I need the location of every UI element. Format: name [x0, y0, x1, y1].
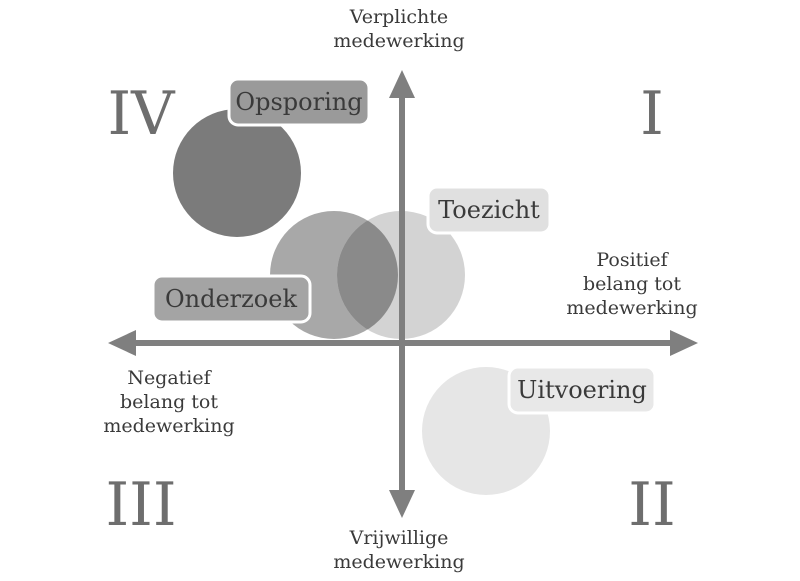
- svg-text:Verplichte: Verplichte: [349, 6, 448, 28]
- opsporing-label: Opsporing: [235, 88, 362, 116]
- right-axis-label: Positief belang tot medewerking: [566, 249, 697, 319]
- svg-text:Vrijwillige: Vrijwillige: [349, 527, 449, 549]
- toezicht-label: Toezicht: [438, 196, 540, 224]
- svg-text:Negatief: Negatief: [127, 367, 212, 389]
- left-axis-label: Negatief belang tot medewerking: [103, 367, 234, 437]
- opsporing-tag: Opsporing: [227, 77, 371, 127]
- toezicht-tag: Toezicht: [426, 185, 552, 235]
- svg-text:medewerking: medewerking: [333, 551, 464, 573]
- uitvoering-tag: Uitvoering: [507, 365, 657, 415]
- svg-text:medewerking: medewerking: [333, 30, 464, 52]
- bottom-axis-label: Vrijwillige medewerking: [333, 527, 464, 573]
- quadrant-iv: IV: [107, 79, 176, 149]
- svg-text:medewerking: medewerking: [566, 297, 697, 319]
- quadrant-iii: III: [105, 470, 176, 540]
- vertical-axis: [389, 70, 415, 518]
- svg-text:belang tot: belang tot: [120, 391, 218, 413]
- horizontal-axis: [108, 330, 698, 356]
- onderzoek-tag: Onderzoek: [151, 274, 312, 324]
- svg-text:medewerking: medewerking: [103, 415, 234, 437]
- uitvoering-label: Uitvoering: [517, 376, 647, 404]
- top-axis-label: Verplichte medewerking: [333, 6, 464, 52]
- quadrant-ii: II: [628, 470, 675, 540]
- quadrant-i: I: [640, 79, 664, 149]
- svg-text:Positief: Positief: [596, 249, 669, 271]
- onderzoek-label: Onderzoek: [165, 285, 297, 313]
- opsporing-circle: [173, 109, 301, 237]
- svg-text:belang tot: belang tot: [583, 273, 681, 295]
- overlap-region: [337, 211, 398, 339]
